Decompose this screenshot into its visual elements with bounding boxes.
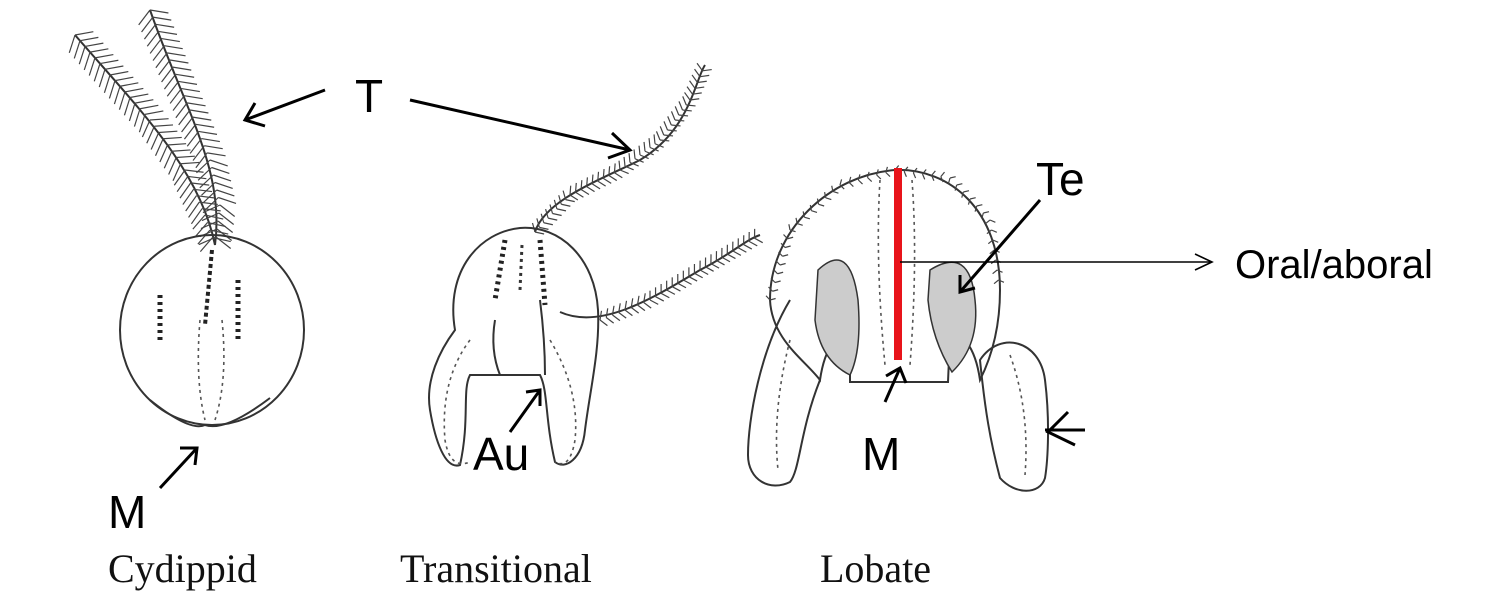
cydippid-tentacle-left xyxy=(75,35,215,245)
caption-transitional: Transitional xyxy=(400,546,592,591)
lobate-lobe-right xyxy=(980,343,1048,491)
label-mouth-cydippid: M xyxy=(108,486,146,538)
cydippid-comb-rows xyxy=(160,250,238,340)
captions: Cydippid Transitional Lobate xyxy=(108,546,931,591)
transitional-tentacle-hairs xyxy=(532,63,762,325)
cydippid-tentacle-hairs xyxy=(69,10,236,252)
cydippid-body xyxy=(120,235,304,425)
label-tentacle-lobate: Te xyxy=(1036,153,1085,205)
label-tentacle: T xyxy=(355,70,383,122)
label-auricle: Au xyxy=(473,428,529,480)
lobate-tentacle-bulb-left xyxy=(815,260,859,375)
cydippid-tentacle-right xyxy=(150,10,217,245)
lobate-tentacle-bulb-right xyxy=(928,262,976,372)
caption-cydippid: Cydippid xyxy=(108,546,257,591)
label-mouth-lobate: M xyxy=(862,428,900,480)
caption-lobate: Lobate xyxy=(820,546,931,591)
transitional-comb-rows xyxy=(495,240,545,305)
annotation-arrows xyxy=(160,90,1212,488)
cydippid-drawing xyxy=(69,10,304,426)
cydippid-body-point xyxy=(150,398,270,426)
lobate-lobe-left xyxy=(748,300,820,486)
label-oral-aboral-axis: Oral/aboral xyxy=(1235,243,1433,287)
transitional-drawing xyxy=(429,63,763,465)
